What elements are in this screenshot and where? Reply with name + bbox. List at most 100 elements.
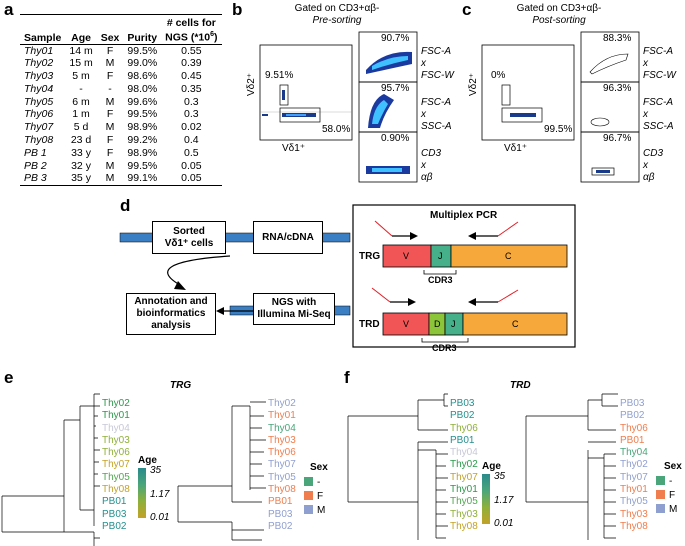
table-cell: 98.9%	[127, 121, 158, 134]
tree-leaf: PB03	[450, 398, 475, 409]
c-side2-pct: 96.3%	[603, 83, 632, 94]
tree-leaf: PB02	[620, 410, 645, 422]
table-cell: 99.5%	[127, 159, 158, 172]
d-trg-j: J	[438, 251, 443, 261]
d-trd-j: J	[451, 319, 456, 329]
f-age-tick-mid: 1.17	[494, 495, 514, 506]
table-cell: Thy05	[24, 95, 54, 108]
tree-leaf: Thy06	[102, 447, 130, 459]
sex-swatch	[656, 504, 665, 513]
table-cell: M	[96, 172, 124, 187]
table-cell: 0.39	[181, 57, 202, 70]
table-cell: 32 y	[71, 159, 91, 172]
table-cell: 0.5	[184, 146, 199, 159]
table-cell: F	[106, 108, 114, 121]
table-cell: Thy04	[24, 82, 54, 95]
table-cell: 0.45	[181, 70, 202, 83]
tree-leaf: Thy01	[620, 484, 648, 496]
tree-leaf: Thy07	[268, 459, 296, 471]
tree-leaf: Thy08	[102, 484, 130, 496]
sex-legend-item: F	[656, 489, 677, 503]
c-gate-lower-pct: 99.5%	[544, 124, 573, 135]
f-age-tick-max: 35	[494, 471, 506, 482]
d-trd-v: V	[403, 319, 410, 329]
b-xlabel: Vδ1⁺	[282, 143, 306, 154]
table-cell: 23 d	[70, 134, 92, 147]
f-age-colorbar	[482, 474, 490, 524]
table-cell: 0.3	[184, 95, 199, 108]
table-cell: Thy08	[24, 134, 54, 147]
table-cell: 35 y	[65, 172, 97, 187]
c-xlabel: Vδ1⁺	[504, 143, 528, 154]
table-cell: 0.55	[181, 44, 202, 57]
table-cell: F	[106, 44, 114, 57]
d-sorted-line2: Vδ1⁺ cells	[164, 237, 214, 249]
tree-leaf: Thy04	[268, 422, 296, 434]
panel-label-c: c	[462, 0, 472, 19]
table-cell: 99.6%	[127, 95, 158, 108]
table-row: Thy04--98.0%0.35	[20, 83, 222, 96]
tree-leaf: Thy07	[620, 471, 648, 483]
e-age-tick-min: 0.01	[150, 512, 170, 523]
panel-label-b: b	[232, 0, 243, 19]
table-cell: PB 2	[24, 159, 47, 172]
sex-swatch	[304, 505, 313, 514]
tree-leaf: PB03	[102, 508, 127, 520]
tree-leaf: Thy01	[450, 484, 478, 496]
f-age-tick-min: 0.01	[494, 518, 514, 529]
tree-leaf: Thy03	[268, 434, 296, 446]
sex-label: -	[669, 476, 673, 487]
sex-legend-item: M	[304, 504, 325, 518]
table-cell: 0.3	[184, 108, 199, 121]
sex-swatch	[304, 477, 313, 486]
tree-leaf: Thy02	[102, 398, 130, 409]
col-age: Age	[65, 14, 97, 45]
d-trg-c: C	[505, 251, 512, 261]
c-title: Gated on CD3+αβ- Post-sorting	[484, 3, 634, 27]
tree-leaf: PB03	[268, 508, 293, 520]
b-title-line1: Gated on CD3+αβ-	[294, 3, 380, 14]
b-side-plot-3	[358, 131, 418, 183]
tree-leaf: PB02	[102, 520, 127, 532]
table-cell: M	[105, 57, 115, 70]
sex-legend-item: F	[304, 490, 325, 504]
tree-leaf: Thy01	[102, 410, 130, 422]
tree-leaf: Thy04	[102, 422, 130, 434]
sex-legend-item: M	[656, 503, 677, 517]
sex-label: F	[317, 491, 324, 502]
e-sex-title: Sex	[310, 462, 328, 473]
col-cells-line2: NGS (*106)	[165, 31, 218, 44]
d-trd-c: C	[512, 319, 519, 329]
table-cell: 33 y	[71, 146, 91, 159]
c-title-line1: Gated on CD3+αβ-	[516, 3, 602, 14]
c-flow-plots	[481, 31, 640, 183]
col-purity: Purity	[123, 14, 162, 45]
table-cell: F	[106, 70, 114, 83]
tree-leaf: Thy03	[102, 434, 130, 446]
col-cells: # cells for NGS (*106)	[161, 14, 222, 45]
tree-leaf: Thy07	[102, 459, 130, 471]
d-trd-label: TRD	[359, 319, 380, 330]
tree-leaf: Thy02	[620, 459, 648, 471]
table-cell: 15 m	[69, 57, 93, 70]
sex-label: M	[317, 505, 326, 516]
tree-leaf: Thy02	[450, 459, 478, 471]
c-gate-upper	[501, 84, 511, 106]
panel-label-d: d	[120, 196, 131, 215]
f-title: TRD	[510, 380, 531, 391]
table-cell: M	[105, 95, 115, 108]
table-cell: 98.6%	[127, 70, 158, 83]
tree-leaf: PB03	[620, 398, 645, 409]
panel-label-e: e	[4, 368, 14, 387]
col-sex: Sex	[96, 14, 124, 45]
tree-leaf: Thy08	[620, 520, 648, 532]
d-trd-d: D	[434, 319, 441, 329]
